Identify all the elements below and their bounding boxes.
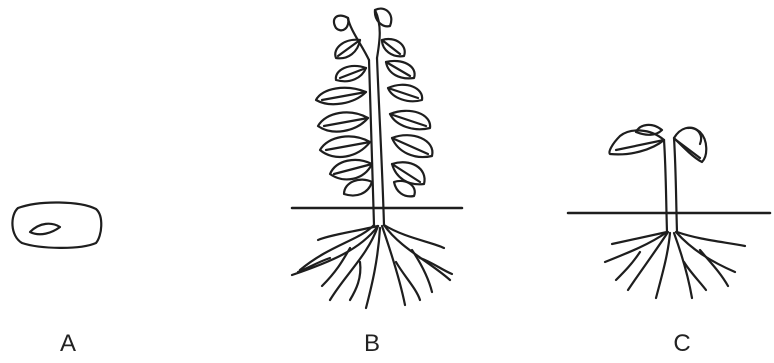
seed-a (12, 202, 101, 247)
plant-b (292, 9, 462, 308)
label-a: A (60, 330, 76, 358)
plant-c (568, 125, 770, 298)
label-c: C (673, 330, 690, 358)
label-b: B (364, 330, 380, 358)
